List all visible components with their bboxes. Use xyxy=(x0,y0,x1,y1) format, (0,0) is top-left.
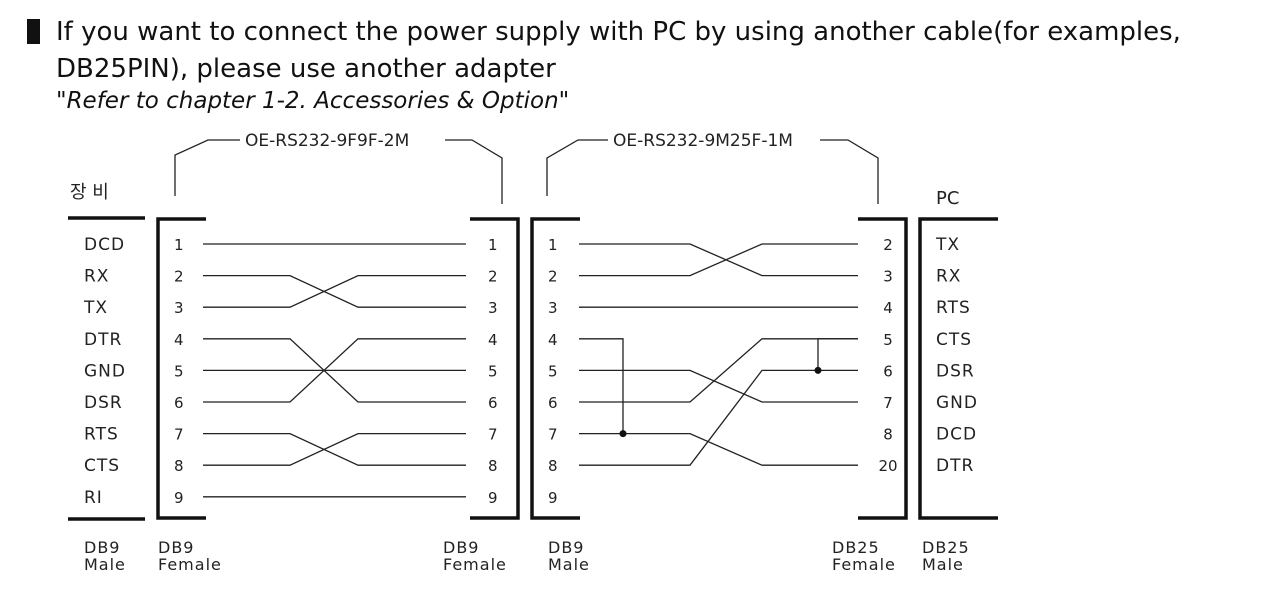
conn-db9-male-1-l2: Male xyxy=(84,555,126,574)
junction-dot xyxy=(814,366,822,374)
cable2-wire xyxy=(579,243,858,277)
db9-female-right-pin: 5 xyxy=(488,362,498,380)
cable-left-label: OE-RS232-9F9F-2M xyxy=(245,131,409,151)
cable-left-bracket-right xyxy=(445,139,503,204)
db9-female-right-pin: 7 xyxy=(488,426,498,444)
conn-db9-female-2-l1: DB9 xyxy=(443,538,479,557)
cable2-jumper-5-6 xyxy=(817,338,858,371)
cable-right-bracket-right xyxy=(820,139,879,204)
db25-female-pin: 20 xyxy=(878,457,897,475)
cable-left-bracket xyxy=(174,139,240,196)
cable1-wire xyxy=(203,274,466,308)
section-bullet xyxy=(27,19,40,44)
db9-female-left-pin: 3 xyxy=(174,299,184,317)
db9-female-right-pin: 8 xyxy=(488,457,498,475)
db9-female-left-pin: 6 xyxy=(174,394,184,412)
db25-female-pin: 2 xyxy=(883,236,893,254)
pc-signal-label: RX xyxy=(936,267,961,287)
db9-female-left-bracket xyxy=(156,217,206,520)
db9-female-left-pin: 1 xyxy=(174,236,184,254)
db25-female-pin: 8 xyxy=(883,426,893,444)
junction-dot xyxy=(619,430,627,438)
cable1-wire xyxy=(203,338,466,403)
db25-female-bracket xyxy=(858,217,908,520)
cable2-wire xyxy=(579,369,858,466)
db9-female-left-pin: 5 xyxy=(174,362,184,380)
db9-male-pin: 1 xyxy=(548,236,558,254)
intro-line-1: If you want to connect the power supply … xyxy=(56,17,1181,47)
cable-right-label: OE-RS232-9M25F-1M xyxy=(613,131,793,151)
reference-note: "Refer to chapter 1-2. Accessories & Opt… xyxy=(56,88,570,114)
pc-signal-label: DCD xyxy=(936,425,977,445)
db9-male-pin: 7 xyxy=(548,426,558,444)
conn-db9-male-1-l1: DB9 xyxy=(84,538,120,557)
db9-female-right-pin: 2 xyxy=(488,268,498,286)
device-signal-label: CTS xyxy=(84,456,120,476)
pc-signal-label: DSR xyxy=(936,361,975,381)
db25-female-pin: 6 xyxy=(883,362,893,380)
cable2-jumper-4-7 xyxy=(579,338,624,434)
pc-signal-label: RTS xyxy=(936,298,971,318)
conn-db9-female-1-l2: Female xyxy=(158,555,222,574)
db9-male-pin: 3 xyxy=(548,299,558,317)
db25-female-pin: 4 xyxy=(883,299,893,317)
cable2-wire xyxy=(579,338,858,403)
db9-male-pin: 5 xyxy=(548,362,558,380)
db9-female-left-pin: 8 xyxy=(174,457,184,475)
pc-bracket xyxy=(918,217,998,520)
db9-male-pin: 8 xyxy=(548,457,558,475)
conn-db9-female-2-l2: Female xyxy=(443,555,507,574)
conn-db9-male-2-l2: Male xyxy=(548,555,590,574)
cable1-wire xyxy=(203,432,466,466)
db9-female-left-pin: 2 xyxy=(174,268,184,286)
pc-signal-label: TX xyxy=(935,235,960,255)
db9-female-left-pin: 9 xyxy=(174,489,184,507)
db9-female-left-pin: 4 xyxy=(174,331,184,349)
device-signal-label: DSR xyxy=(84,393,123,413)
intro-text: If you want to connect the power supply … xyxy=(56,14,1181,88)
pc-signal-label: DTR xyxy=(936,456,974,476)
cable2-wire xyxy=(579,432,858,466)
pc-signal-label: GND xyxy=(936,393,978,413)
conn-db9-female-1-l1: DB9 xyxy=(158,538,194,557)
db25-female-pin: 3 xyxy=(883,268,893,286)
db9-female-right-pin: 9 xyxy=(488,489,498,507)
db9-female-right-pin: 1 xyxy=(488,236,498,254)
device-signal-label: RTS xyxy=(84,425,119,445)
conn-db25-female-l2: Female xyxy=(832,555,896,574)
device-signal-label: TX xyxy=(83,298,108,318)
device-signal-label: RI xyxy=(84,488,103,508)
cable2-wire xyxy=(579,369,858,403)
db9-female-left-pin: 7 xyxy=(174,426,184,444)
db9-female-right-pin: 4 xyxy=(488,331,498,349)
db9-male-pin: 4 xyxy=(548,331,558,349)
cable1-wire xyxy=(203,432,466,466)
pc-signal-label: CTS xyxy=(936,330,972,350)
conn-db25-male-l1: DB25 xyxy=(922,538,970,557)
db9-female-right-bracket xyxy=(470,217,520,520)
cable2-wire xyxy=(579,243,858,277)
cable-right-bracket xyxy=(546,139,608,196)
cable1-wire xyxy=(203,274,466,308)
db9-male-pin: 6 xyxy=(548,394,558,412)
device-signal-label: DTR xyxy=(84,330,122,350)
device-signal-label: GND xyxy=(84,361,126,381)
conn-db9-male-2-l1: DB9 xyxy=(548,538,584,557)
conn-db25-male-l2: Male xyxy=(922,555,964,574)
db25-female-pin: 7 xyxy=(883,394,893,412)
device-header: 장 비 xyxy=(70,182,109,203)
conn-db25-female-l1: DB25 xyxy=(832,538,880,557)
device-signal-label: DCD xyxy=(84,235,125,255)
intro-line-2: DB25PIN), please use another adapter xyxy=(56,54,556,84)
db9-female-right-pin: 6 xyxy=(488,394,498,412)
pc-header: PC xyxy=(936,188,959,209)
db25-female-pin: 5 xyxy=(883,331,893,349)
db9-male-bracket xyxy=(530,217,580,520)
db9-male-pin: 9 xyxy=(548,489,558,507)
db9-male-pin: 2 xyxy=(548,268,558,286)
db9-female-right-pin: 3 xyxy=(488,299,498,317)
device-signal-label: RX xyxy=(84,267,109,287)
